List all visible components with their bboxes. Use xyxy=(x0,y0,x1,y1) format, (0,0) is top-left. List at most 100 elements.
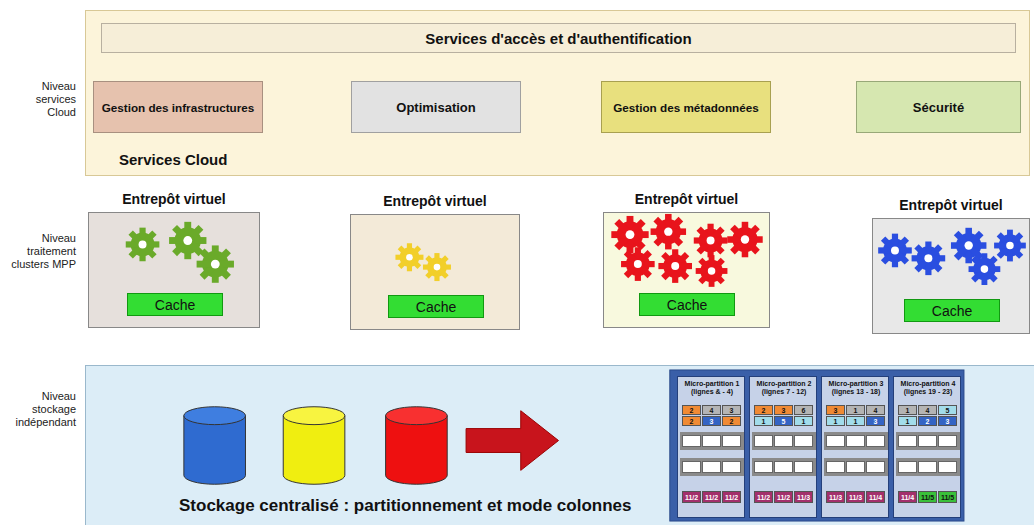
value-cell: 2 xyxy=(682,416,701,426)
node-text: Micro-partition 1 (lignes & - 4) xyxy=(680,380,744,396)
empty-cell xyxy=(866,435,885,447)
cache-box: Cache xyxy=(388,295,484,318)
node-text: Entrepôt virtuel xyxy=(604,191,769,207)
tier-label: Niveau traitement clusters MPP xyxy=(8,232,76,271)
access-bar: Services d'accès et d'authentification xyxy=(101,23,1016,53)
service-box: Gestion des infrastructures xyxy=(93,81,263,133)
empty-cell xyxy=(898,435,917,447)
empty-cell xyxy=(754,435,773,447)
value-cell: 4 xyxy=(702,405,721,415)
date-cell: 11/2 xyxy=(702,491,721,503)
node-text: Sécurité xyxy=(909,100,968,115)
value-cell: 3 xyxy=(722,405,741,415)
date-cell: 11/2 xyxy=(682,491,701,503)
value-cell: 2 xyxy=(682,405,701,415)
node-text: Gestion des métadonnées xyxy=(609,100,762,115)
empty-cell xyxy=(866,461,885,473)
value-cell: 1 xyxy=(898,405,917,415)
value-cell: 3 xyxy=(774,405,793,415)
empty-cell xyxy=(898,461,917,473)
date-cell: 11/3 xyxy=(846,491,865,503)
empty-cell xyxy=(722,435,741,447)
value-cell: 1 xyxy=(794,416,813,426)
date-cell: 11/2 xyxy=(722,491,741,503)
empty-cell xyxy=(774,435,793,447)
cache-box: Cache xyxy=(127,293,223,316)
service-box: Gestion des métadonnées xyxy=(601,81,771,133)
node-text: Gestion des infrastructures xyxy=(98,100,259,115)
date-cell: 11/5 xyxy=(938,491,957,503)
node-text: Cache xyxy=(151,297,199,313)
value-cell: 3 xyxy=(826,405,845,415)
virtual-warehouse: Entrepôt virtuelCache xyxy=(88,212,260,328)
empty-cell xyxy=(794,435,813,447)
empty-cell xyxy=(754,461,773,473)
node-text: Stockage centralisé : partitionnement et… xyxy=(179,496,632,516)
node-text: Optimisation xyxy=(392,100,479,115)
empty-cell xyxy=(826,435,845,447)
node-text: Entrepôt virtuel xyxy=(351,193,519,209)
value-cell: 3 xyxy=(866,416,885,426)
cloud-band: Services Cloud Services d'accès et d'auth… xyxy=(85,10,1030,176)
micro-partition: Micro-partition 4 (lignes 19 - 23) 145 123… xyxy=(893,376,961,518)
empty-cell xyxy=(918,461,937,473)
service-box: Sécurité xyxy=(856,81,1021,133)
empty-cell xyxy=(918,435,937,447)
value-cell: 6 xyxy=(794,405,813,415)
empty-cell xyxy=(702,435,721,447)
empty-cell xyxy=(826,461,845,473)
virtual-warehouse: Entrepôt virtuelCache xyxy=(603,212,770,328)
value-cell: 1 xyxy=(846,405,865,415)
empty-cell xyxy=(774,461,793,473)
empty-cell xyxy=(846,461,865,473)
date-cell: 11/3 xyxy=(826,491,845,503)
value-cell: 1 xyxy=(754,416,773,426)
value-cell: 2 xyxy=(754,405,773,415)
node-text: Micro-partition 3 (lignes 13 - 18) xyxy=(824,380,888,396)
empty-cell xyxy=(722,461,741,473)
date-cell: 11/3 xyxy=(794,491,813,503)
value-cell: 3 xyxy=(702,416,721,426)
micro-partition: Micro-partition 2 (lignes 7 - 12)2361511… xyxy=(749,376,817,518)
value-cell: 5 xyxy=(938,405,957,415)
node-text: Entrepôt virtuel xyxy=(89,191,259,207)
empty-cell xyxy=(938,461,957,473)
node-text: Cache xyxy=(412,299,460,315)
node-text: Cache xyxy=(928,303,976,319)
empty-cell xyxy=(794,461,813,473)
date-cell: 11/2 xyxy=(774,491,793,503)
value-cell: 4 xyxy=(866,405,885,415)
micro-partition: Micro-partition 3 (lignes 13 - 18)314113… xyxy=(821,376,889,518)
date-cell: 11/4 xyxy=(898,491,917,503)
virtual-warehouse: Entrepôt virtuelCache xyxy=(350,214,520,330)
node-text: Micro-partition 4 (lignes 19 - 23) xyxy=(896,380,960,396)
cache-box: Cache xyxy=(904,299,1000,322)
value-cell: 5 xyxy=(774,416,793,426)
value-cell: 1 xyxy=(846,416,865,426)
node-text: Entrepôt virtuel xyxy=(873,197,1029,213)
value-cell: 4 xyxy=(918,405,937,415)
cache-box: Cache xyxy=(639,293,735,316)
empty-cell xyxy=(682,461,701,473)
value-cell: 1 xyxy=(898,416,917,426)
value-cell: 2 xyxy=(722,416,741,426)
tier-label: Niveau stockage indépendant xyxy=(8,390,76,429)
empty-cell xyxy=(702,461,721,473)
micro-partition: Micro-partition 1 (lignes & - 4)24323211… xyxy=(677,376,745,518)
node-text: Services Cloud xyxy=(119,151,227,168)
virtual-warehouse: Entrepôt virtuelCache xyxy=(872,218,1030,334)
value-cell: 2 xyxy=(918,416,937,426)
tier-label: Niveau services Cloud xyxy=(8,80,76,119)
service-box: Optimisation xyxy=(351,81,521,133)
storage-band: Stockage centralisé : partitionnement et… xyxy=(85,365,1034,525)
empty-cell xyxy=(846,435,865,447)
value-cell: 3 xyxy=(938,416,957,426)
empty-cell xyxy=(938,435,957,447)
date-cell: 11/5 xyxy=(918,491,937,503)
node-text: Services d'accès et d'authentification xyxy=(421,30,695,47)
date-cell: 11/2 xyxy=(754,491,773,503)
value-cell: 1 xyxy=(826,416,845,426)
node-text: Micro-partition 2 (lignes 7 - 12) xyxy=(752,380,816,396)
node-text: Cache xyxy=(663,297,711,313)
